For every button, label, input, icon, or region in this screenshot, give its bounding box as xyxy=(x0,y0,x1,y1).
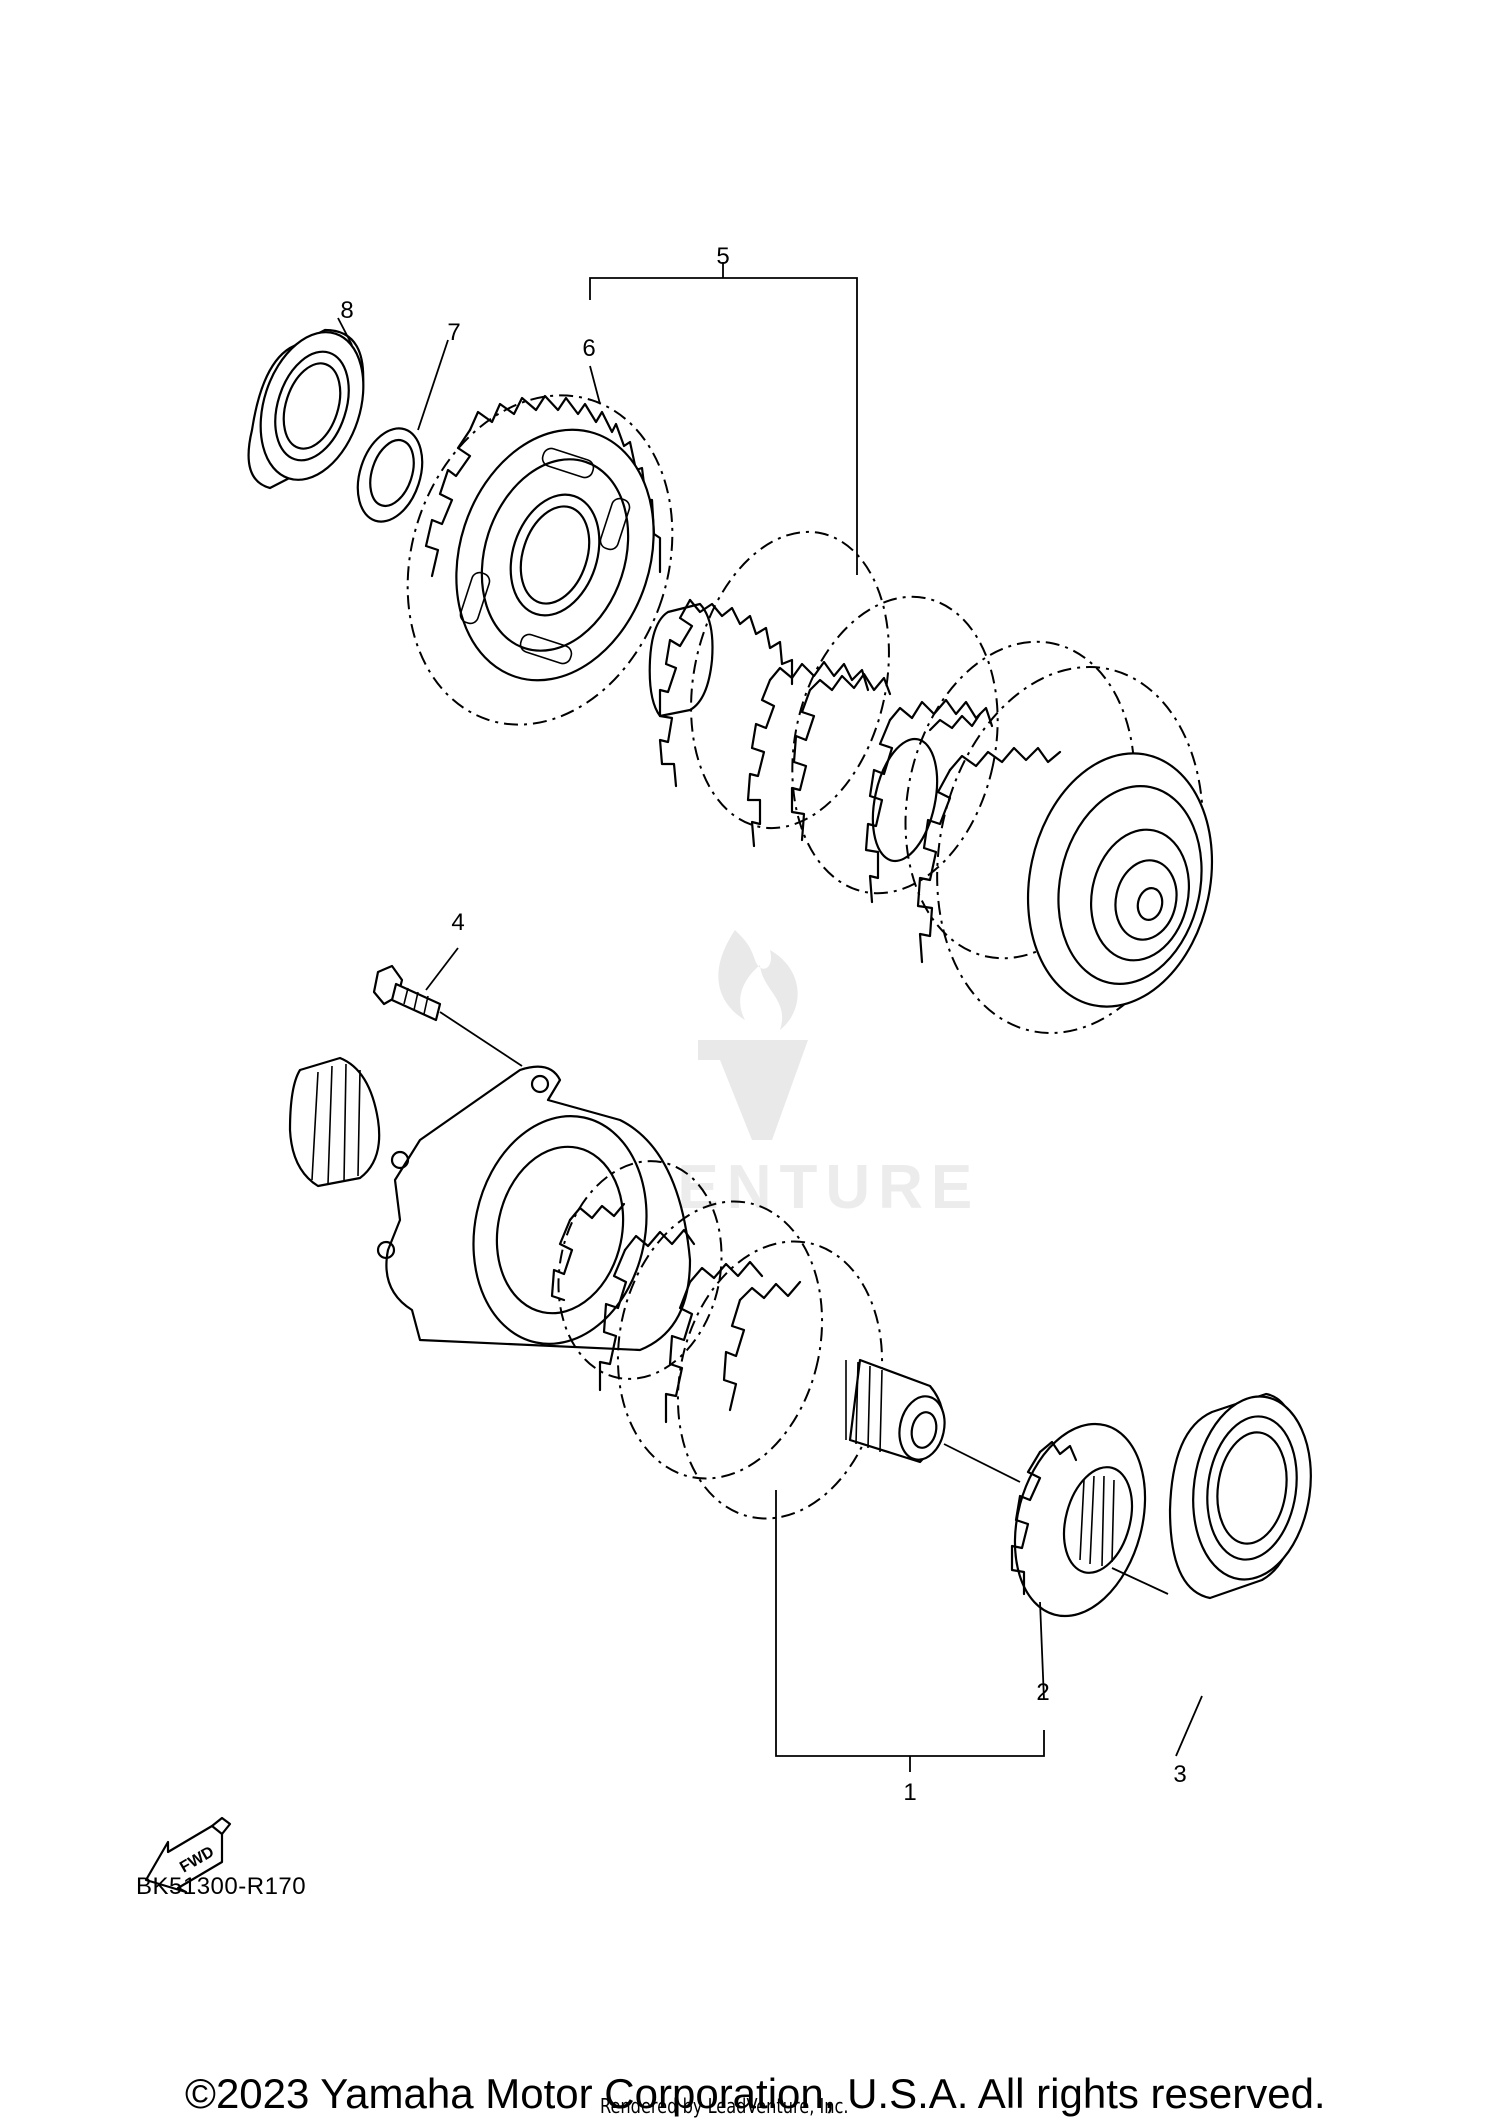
callout-labels: 8 7 6 5 4 2 1 3 xyxy=(340,243,1186,1806)
callout-7: 7 xyxy=(447,319,460,346)
part-8-bearing[interactable] xyxy=(243,319,381,493)
leadventure-watermark: VENTURE xyxy=(628,930,980,1222)
callout-5: 5 xyxy=(716,243,729,270)
callout-6: 6 xyxy=(582,335,595,362)
leader-lines xyxy=(337,262,1203,1772)
part-1-main-shaft-assembly[interactable] xyxy=(288,1056,950,1538)
watermark-flame xyxy=(718,930,798,1030)
part-5-drive-axle-assembly[interactable] xyxy=(648,513,1236,1058)
callout-1: 1 xyxy=(903,1779,916,1806)
part-4-screw[interactable] xyxy=(372,964,442,1022)
fwd-arrow-icon: FWD xyxy=(144,1816,232,1894)
part-3-bearing[interactable] xyxy=(1168,1389,1322,1600)
part-2-gear[interactable] xyxy=(995,1409,1166,1630)
part-7-washer[interactable] xyxy=(347,420,434,530)
watermark-text: VENTURE xyxy=(628,1153,980,1222)
part-6-large-gear[interactable] xyxy=(366,361,713,760)
rendered-by-credit: Rendered by LeadVenture, Inc. xyxy=(600,2094,849,2118)
watermark-v xyxy=(698,1040,808,1140)
callout-3: 3 xyxy=(1173,1761,1186,1788)
diagram-reference-code: BK51300-R170 xyxy=(136,1873,307,1900)
callout-2: 2 xyxy=(1036,1679,1049,1706)
callout-8: 8 xyxy=(340,297,353,324)
copyright-notice: ©2023 Yamaha Motor Corporation, U.S.A. A… xyxy=(185,2070,1326,2117)
callout-4: 4 xyxy=(451,909,464,936)
